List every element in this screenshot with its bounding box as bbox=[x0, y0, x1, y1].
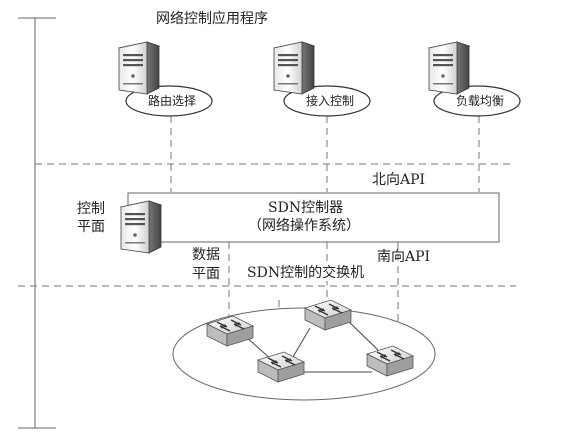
app-layer-title: 网络控制应用程序 bbox=[156, 11, 268, 27]
control-plane-label-line2: 平面 bbox=[77, 219, 105, 235]
controller-title: SDN控制器 bbox=[268, 200, 344, 216]
app-ellipse-access bbox=[283, 85, 371, 117]
app-label-routing: 路由选择 bbox=[148, 94, 197, 108]
server-icon bbox=[120, 200, 162, 254]
northbound-links bbox=[170, 116, 480, 192]
control-plane-label-line1: 控制 bbox=[77, 201, 105, 217]
southbound-label: 南向API bbox=[377, 249, 431, 265]
layer-bracket bbox=[18, 17, 56, 429]
app-label-access: 接入控制 bbox=[306, 94, 355, 108]
controller-subtitle: （网络操作系统） bbox=[248, 218, 360, 234]
server-icon bbox=[273, 41, 315, 95]
data-plane-label-line2: 平面 bbox=[192, 266, 220, 282]
switches-label: SDN控制的交换机 bbox=[247, 265, 365, 281]
data-plane-label-line1: 数据 bbox=[192, 247, 220, 263]
northbound-label: 北向API bbox=[372, 172, 426, 188]
server-icon bbox=[428, 41, 470, 95]
controller-box bbox=[127, 192, 500, 243]
server-icon bbox=[118, 41, 160, 95]
app-label-loadbalance: 负载均衡 bbox=[456, 94, 505, 108]
